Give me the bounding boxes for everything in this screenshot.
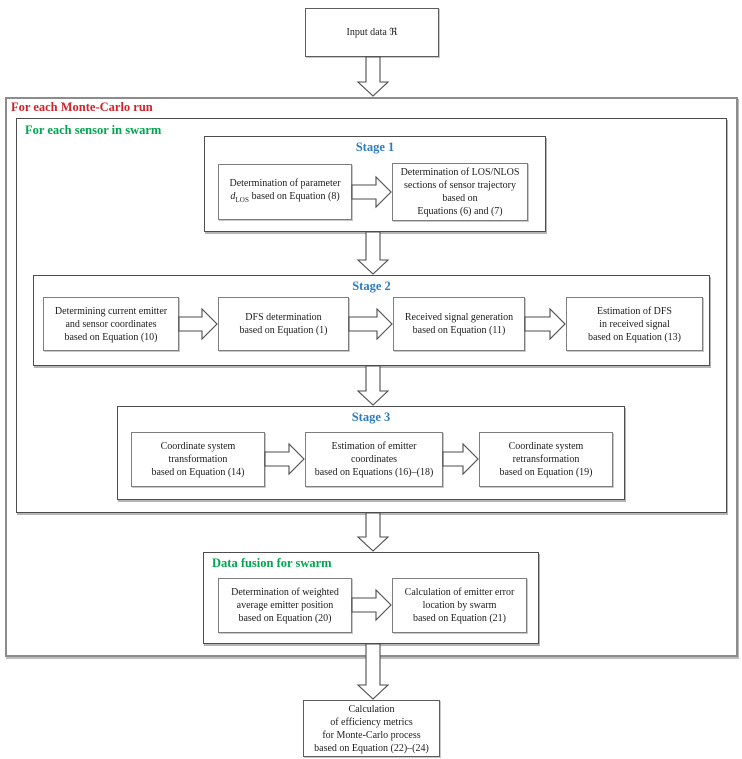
fusion-box-error-calculation: Calculation of emitter error location by… <box>392 578 527 633</box>
stage2-box-dfs-determination-text: DFS determination based on Equation (1) <box>239 312 328 336</box>
efficiency-metrics-text: Calculation of efficiency metrics for Mo… <box>314 703 429 754</box>
stage2-box-dfs-estimation: Estimation of DFS in received signal bas… <box>566 297 703 351</box>
stage1-box-parameter-line2: based on Equation (8) <box>249 191 340 202</box>
stage2-box-signal-generation: Received signal generation based on Equa… <box>393 297 525 351</box>
stage3-title: Stage 3 <box>351 410 391 424</box>
dlos-subscript: LOS <box>235 196 250 204</box>
stage3-box-emitter-estimation-text: Estimation of emitter coordinates based … <box>314 441 434 478</box>
stage1-box-parameter-line1: Determination of parameter <box>229 178 341 189</box>
stage3-box-retransformation: Coordinate system retransformation based… <box>479 432 613 487</box>
stage2-box-coordinates: Determining current emitter and sensor c… <box>43 297 179 351</box>
stage3-container: Stage 3 <box>117 406 625 500</box>
sensor-loop-label: For each sensor in swarm <box>25 123 162 137</box>
stage2-box-coordinates-text: Determining current emitter and sensor c… <box>54 305 168 343</box>
stage2-title: Stage 2 <box>352 279 391 293</box>
stage2-box-signal-generation-text: Received signal generation based on Equa… <box>404 312 514 336</box>
fusion-box-error-calculation-text: Calculation of emitter error location by… <box>404 587 515 624</box>
efficiency-metrics-box: Calculation of efficiency metrics for Mo… <box>303 700 440 757</box>
stage2-box-dfs-estimation-text: Estimation of DFS in received signal bas… <box>587 305 682 343</box>
input-data-text: Input data ℜ <box>346 27 398 38</box>
stage2-box-dfs-determination: DFS determination based on Equation (1) <box>218 297 349 351</box>
arrow-input-to-montecarlo <box>356 56 390 97</box>
dlos-variable: d <box>230 191 236 202</box>
stage1-title: Stage 1 <box>355 140 395 154</box>
fusion-box-weighted-average-text: Determination of weighted average emitte… <box>231 587 339 624</box>
fusion-box-weighted-average: Determination of weighted average emitte… <box>218 578 352 633</box>
stage3-box-transformation: Coordinate system transformation based o… <box>131 432 265 487</box>
input-data-box: Input data ℜ <box>305 8 439 57</box>
stage3-box-retransformation-text: Coordinate system retransformation based… <box>499 441 593 478</box>
stage1-box-parameter-text: Determination of parameter dLOS based on … <box>229 177 340 207</box>
stage1-box-losnlos: Determination of LOS/NLOS sections of se… <box>392 163 528 221</box>
stage1-box-parameter: Determination of parameter dLOS based on … <box>218 164 352 220</box>
stage1-box-losnlos-text: Determination of LOS/NLOS sections of se… <box>400 167 520 217</box>
stage3-box-emitter-estimation: Estimation of emitter coordinates based … <box>305 432 443 487</box>
stage3-box-transformation-text: Coordinate system transformation based o… <box>151 441 245 478</box>
monte-carlo-loop-label: For each Monte-Carlo run <box>11 100 153 114</box>
data-fusion-label: Data fusion for swarm <box>212 556 332 570</box>
